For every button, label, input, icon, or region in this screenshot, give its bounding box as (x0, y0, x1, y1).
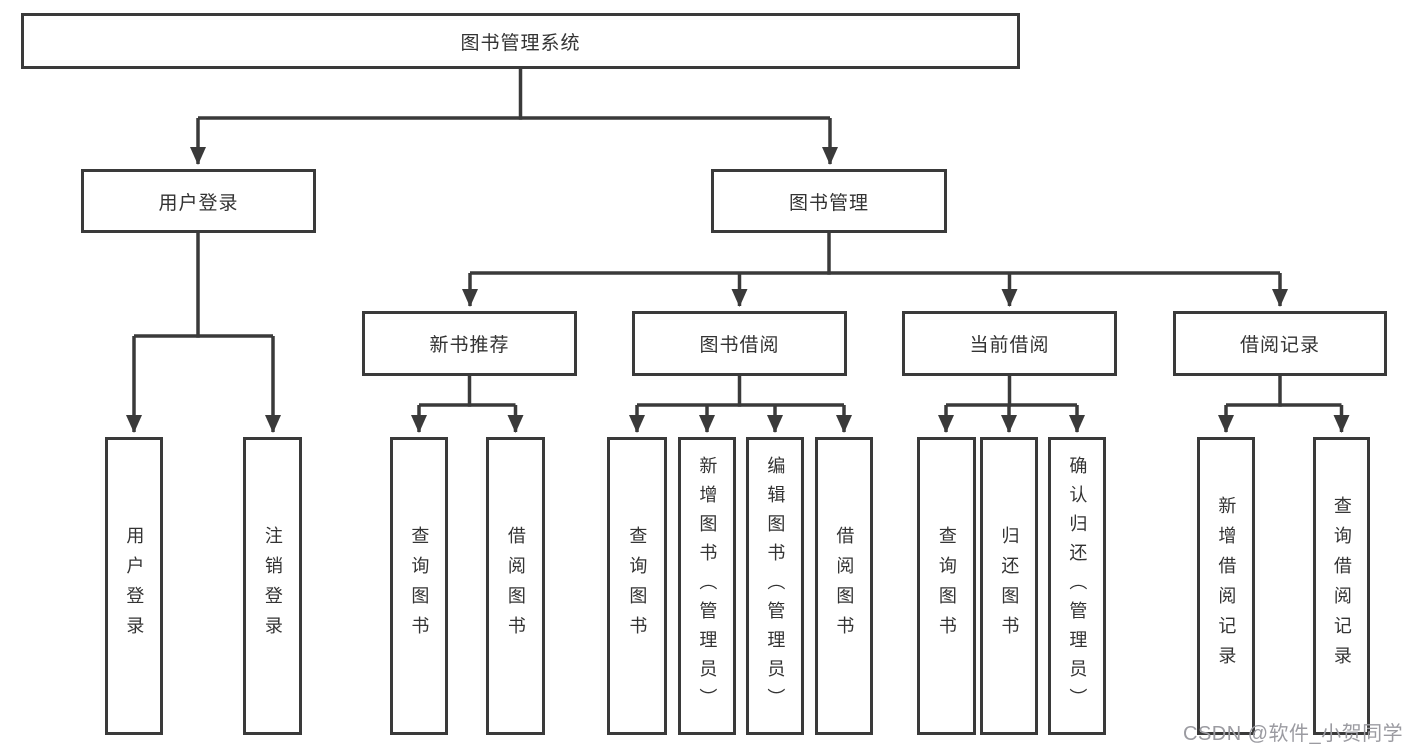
leaf-query-books-recommend: 查询图书 (390, 437, 448, 735)
leaf-borrow-books: 借阅图书 (815, 437, 873, 735)
leaf-query-borrow-record-label: 查询借阅记录 (1331, 496, 1352, 676)
leaf-borrow-books-recommend-label: 借阅图书 (505, 526, 526, 646)
node-current-borrowing: 当前借阅 (902, 311, 1117, 376)
node-root: 图书管理系统 (21, 13, 1020, 69)
leaf-query-books-recommend-label: 查询图书 (409, 526, 430, 646)
leaf-borrow-books-recommend: 借阅图书 (486, 437, 545, 735)
leaf-query-books-borrowing: 查询图书 (607, 437, 667, 735)
leaf-edit-book-admin: 编辑图书（管理员） (746, 437, 804, 735)
node-user-login: 用户登录 (81, 169, 316, 233)
leaf-query-books-borrowing-label: 查询图书 (627, 526, 648, 646)
leaf-confirm-return-admin-label: 确认归还（管理员） (1067, 455, 1088, 717)
node-borrowing-records-label: 借阅记录 (1239, 335, 1320, 356)
leaf-query-books-current: 查询图书 (917, 437, 976, 735)
node-current-borrowing-label: 当前借阅 (969, 335, 1050, 356)
leaf-user-login-label: 用户登录 (124, 526, 145, 646)
leaf-logout-label: 注销登录 (262, 526, 283, 646)
leaf-confirm-return-admin: 确认归还（管理员） (1048, 437, 1106, 735)
node-new-book-recommend: 新书推荐 (362, 311, 577, 376)
leaf-query-books-current-label: 查询图书 (936, 526, 957, 646)
leaf-add-book-admin: 新增图书（管理员） (678, 437, 736, 735)
leaf-return-books-label: 归还图书 (999, 526, 1020, 646)
watermark-text: CSDN @软件_小贺同学 (1183, 723, 1404, 745)
node-book-management: 图书管理 (711, 169, 947, 233)
leaf-logout: 注销登录 (243, 437, 302, 735)
leaf-add-borrow-record: 新增借阅记录 (1197, 437, 1255, 735)
leaf-borrow-books-label: 借阅图书 (834, 526, 855, 646)
node-user-login-label: 用户登录 (158, 192, 239, 214)
leaf-user-login: 用户登录 (105, 437, 163, 735)
node-book-borrowing-label: 图书借阅 (699, 335, 780, 356)
leaf-add-borrow-record-label: 新增借阅记录 (1216, 496, 1237, 676)
node-book-borrowing: 图书借阅 (632, 311, 847, 376)
node-new-book-recommend-label: 新书推荐 (429, 335, 510, 356)
leaf-query-borrow-record: 查询借阅记录 (1313, 437, 1370, 735)
leaf-return-books: 归还图书 (980, 437, 1038, 735)
node-root-label: 图书管理系统 (460, 32, 581, 54)
leaf-edit-book-admin-label: 编辑图书（管理员） (765, 455, 786, 717)
node-book-management-label: 图书管理 (788, 192, 869, 214)
leaf-add-book-admin-label: 新增图书（管理员） (697, 455, 718, 717)
node-borrowing-records: 借阅记录 (1173, 311, 1387, 376)
